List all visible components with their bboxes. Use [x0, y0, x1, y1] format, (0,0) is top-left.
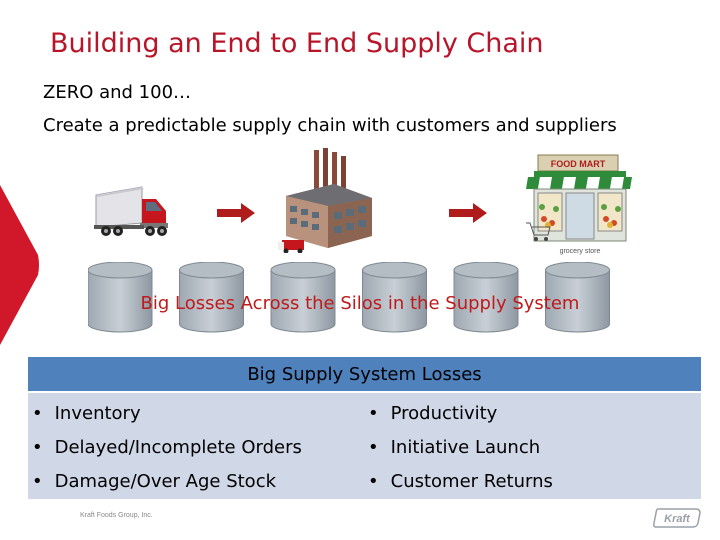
- red-side-decoration: [0, 185, 39, 345]
- store-caption: grocery store: [560, 248, 601, 255]
- silo-cylinder: [270, 262, 336, 333]
- losses-table-header: Big Supply System Losses: [28, 357, 701, 391]
- footer-company: Kraft Foods Group, Inc.: [80, 512, 153, 519]
- silo-cylinder: [453, 262, 519, 333]
- subtitle-line-2: Create a predictable supply chain with c…: [43, 115, 617, 136]
- loss-item-initiative-launch: Initiative Launch: [364, 431, 553, 465]
- losses-left-list: Inventory Delayed/Incomplete Orders Dama…: [28, 397, 302, 499]
- truck-icon: [94, 186, 168, 236]
- loss-item-customer-returns: Customer Returns: [364, 465, 553, 499]
- silo-cylinder: [545, 262, 610, 333]
- silo-cylinder: [88, 262, 153, 333]
- silos-caption: Big Losses Across the Silos in the Suppl…: [140, 293, 580, 314]
- losses-table-body: Inventory Delayed/Incomplete Orders Dama…: [28, 391, 701, 499]
- kraft-logo-text: Kraft: [664, 513, 691, 525]
- kraft-logo: Kraft: [653, 508, 701, 528]
- store-sign: FOOD MART: [551, 159, 606, 169]
- silos-row: [88, 262, 610, 333]
- slide-title: Building an End to End Supply Chain: [50, 28, 544, 59]
- loss-item-inventory: Inventory: [28, 397, 302, 431]
- loss-item-damage-stock: Damage/Over Age Stock: [28, 465, 302, 499]
- subtitle-line-1: ZERO and 100…: [43, 82, 192, 103]
- flow-arrow-icon: [217, 203, 255, 223]
- silo-cylinder: [179, 262, 244, 333]
- grocery-store-icon: FOOD MART grocery store: [526, 154, 632, 255]
- silo-cylinder: [362, 262, 427, 333]
- loss-item-productivity: Productivity: [364, 397, 553, 431]
- flow-arrow-icon: [449, 203, 487, 223]
- losses-table: Big Supply System Losses Inventory Delay…: [28, 357, 701, 499]
- loss-item-delayed-orders: Delayed/Incomplete Orders: [28, 431, 302, 465]
- losses-right-list: Productivity Initiative Launch Customer …: [364, 397, 553, 499]
- factory-icon: [278, 148, 372, 253]
